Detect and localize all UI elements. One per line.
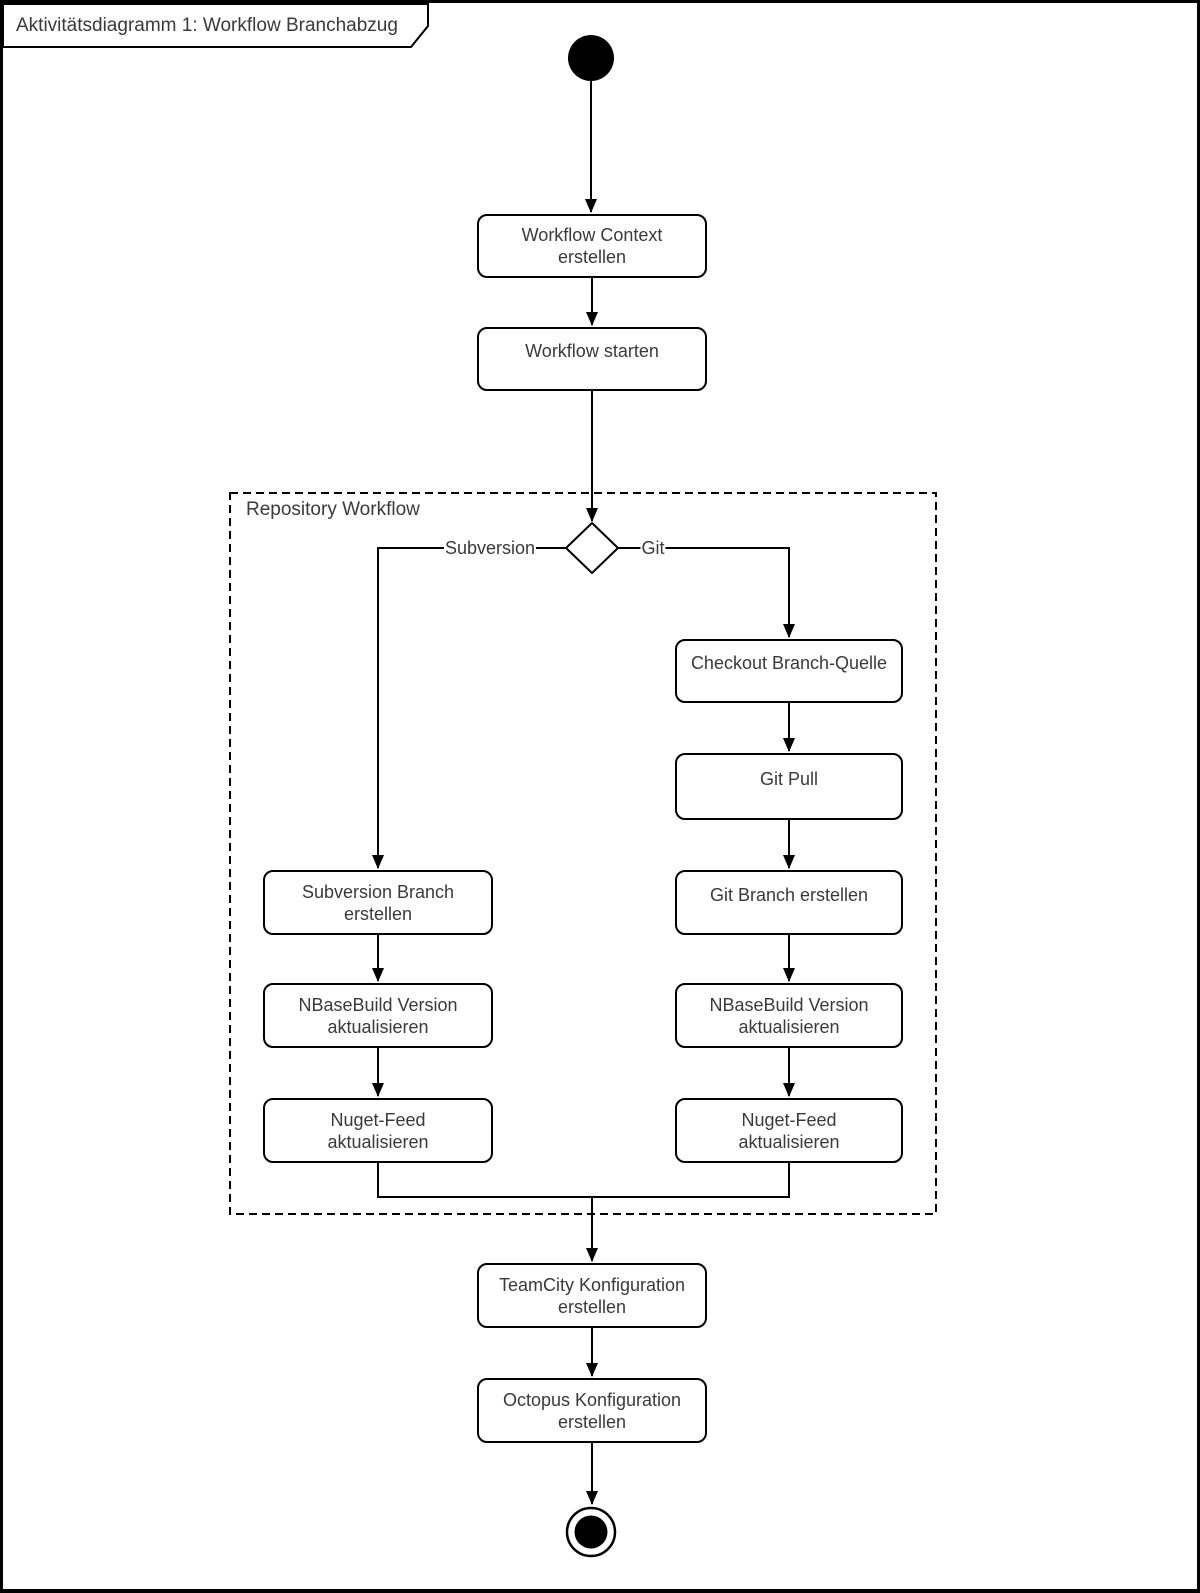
diagram-title-tab	[2, 3, 429, 48]
activity-checkout-branch-quelle: Checkout Branch-Quelle	[675, 639, 903, 703]
diagram-title: Aktivitätsdiagramm 1: Workflow Branchabz…	[16, 14, 398, 36]
activity-git-branch-erstellen: Git Branch erstellen	[675, 870, 903, 935]
activity-workflow-starten: Workflow starten	[477, 327, 707, 391]
activity-nbasebuild-version-right: NBaseBuild Version aktualisieren	[675, 983, 903, 1048]
activity-subversion-branch-erstellen: Subversion Branch erstellen	[263, 870, 493, 935]
activity-workflow-context: Workflow Context erstellen	[477, 214, 707, 278]
edge-label-subversion: Subversion	[443, 538, 537, 558]
activity-nbasebuild-version-left: NBaseBuild Version aktualisieren	[263, 983, 493, 1048]
edge-label-git: Git	[640, 538, 666, 558]
activity-nuget-feed-left: Nuget-Feed aktualisieren	[263, 1098, 493, 1163]
activity-nuget-feed-right: Nuget-Feed aktualisieren	[675, 1098, 903, 1163]
activity-teamcity-konfiguration: TeamCity Konfiguration erstellen	[477, 1263, 707, 1328]
edge-decision-git	[618, 547, 795, 638]
edge-decision-subversion	[372, 547, 566, 869]
decision-diamond	[564, 521, 620, 575]
repository-workflow-container	[229, 492, 937, 1215]
end-node-ring	[565, 1506, 617, 1558]
end-node	[574, 1515, 608, 1549]
activity-octopus-konfiguration: Octopus Konfiguration erstellen	[477, 1378, 707, 1443]
edge-merge-join	[377, 1163, 790, 1198]
repository-workflow-label: Repository Workflow	[246, 499, 420, 520]
activity-git-pull: Git Pull	[675, 753, 903, 820]
start-node	[568, 35, 614, 81]
